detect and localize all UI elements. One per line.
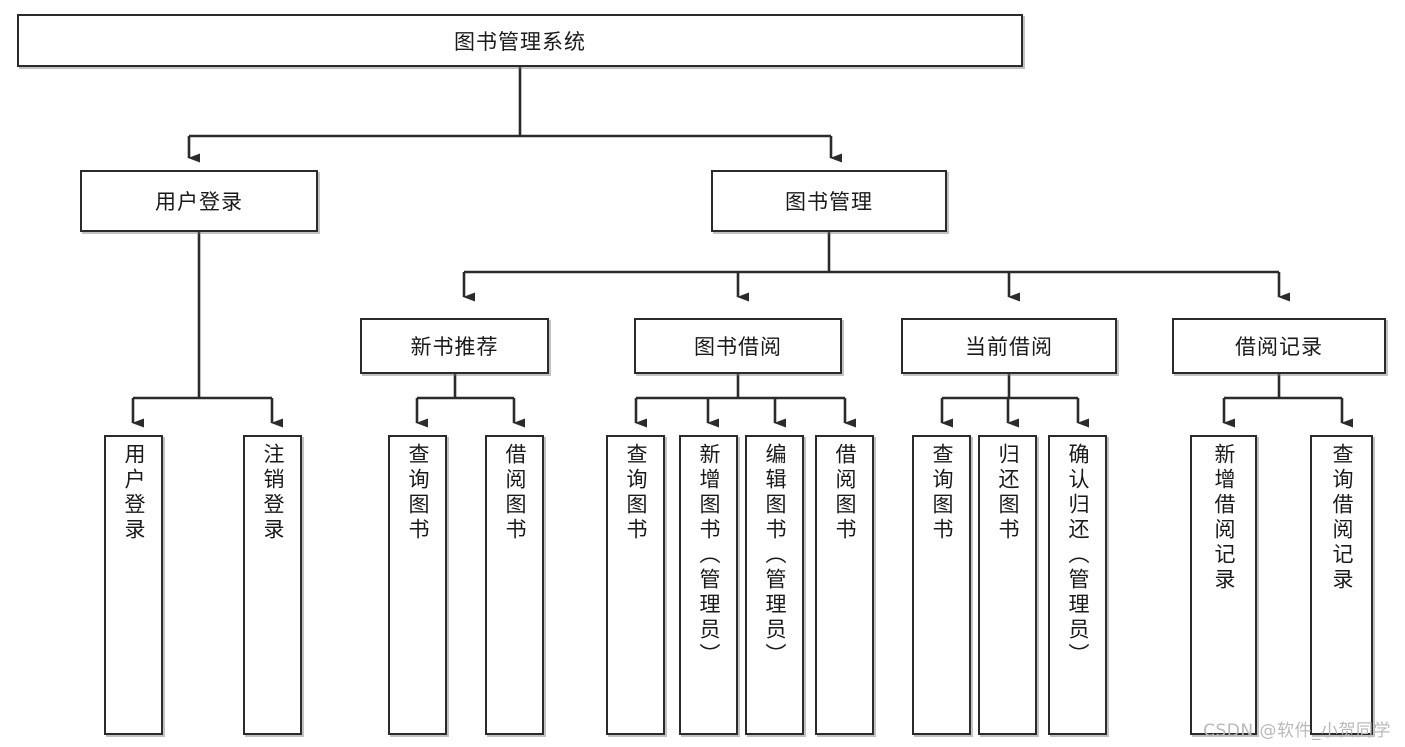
node-book-borrow[interactable]: 图书借阅	[634, 318, 842, 374]
leaf-user-login[interactable]: 用户登录	[104, 435, 163, 735]
node-user-login[interactable]: 用户登录	[80, 170, 318, 232]
leaf-query-book-2-label: 查询图书	[624, 443, 648, 543]
node-current-borrow-label: 当前借阅	[965, 335, 1053, 359]
leaf-borrow-book-2[interactable]: 借阅图书	[815, 435, 874, 735]
leaf-user-login-label: 用户登录	[122, 443, 146, 543]
watermark-text: CSDN @软件_小贺同学	[1203, 721, 1391, 741]
node-root[interactable]: 图书管理系统	[17, 14, 1023, 67]
node-borrow-record-label: 借阅记录	[1235, 335, 1323, 359]
leaf-borrow-book-1[interactable]: 借阅图书	[485, 435, 544, 735]
leaf-add-borrow-record-label: 新增借阅记录	[1212, 443, 1236, 593]
leaf-logout-label: 注销登录	[261, 443, 285, 543]
node-new-book-recommend-label: 新书推荐	[410, 335, 499, 359]
node-book-borrow-label: 图书借阅	[694, 335, 782, 359]
leaf-edit-book-label: 编辑图书（管理员）	[763, 443, 787, 668]
leaf-query-book-3-label: 查询图书	[930, 443, 954, 543]
node-user-login-label: 用户登录	[155, 190, 243, 214]
node-current-borrow[interactable]: 当前借阅	[901, 318, 1117, 374]
leaf-query-book-1-label: 查询图书	[406, 443, 430, 543]
leaf-add-book[interactable]: 新增图书（管理员）	[679, 435, 738, 735]
leaf-return-book-label: 归还图书	[996, 443, 1020, 543]
node-borrow-record[interactable]: 借阅记录	[1172, 318, 1386, 374]
leaf-add-borrow-record[interactable]: 新增借阅记录	[1190, 435, 1257, 735]
leaf-query-borrow-record-label: 查询借阅记录	[1330, 443, 1354, 593]
leaf-borrow-book-1-label: 借阅图书	[503, 443, 527, 543]
leaf-query-book-3[interactable]: 查询图书	[912, 435, 971, 735]
leaf-query-book-1[interactable]: 查询图书	[388, 435, 447, 735]
leaf-confirm-return-label: 确认归还（管理员）	[1066, 443, 1090, 668]
node-book-manage[interactable]: 图书管理	[711, 170, 947, 232]
node-new-book-recommend[interactable]: 新书推荐	[360, 318, 549, 374]
leaf-return-book[interactable]: 归还图书	[978, 435, 1037, 735]
leaf-confirm-return[interactable]: 确认归还（管理员）	[1048, 435, 1107, 735]
node-root-label: 图书管理系统	[454, 29, 586, 54]
node-book-manage-label: 图书管理	[785, 190, 873, 214]
leaf-logout[interactable]: 注销登录	[243, 435, 302, 735]
leaf-borrow-book-2-label: 借阅图书	[833, 443, 857, 543]
leaf-query-borrow-record[interactable]: 查询借阅记录	[1310, 435, 1373, 735]
leaf-edit-book[interactable]: 编辑图书（管理员）	[745, 435, 804, 735]
leaf-add-book-label: 新增图书（管理员）	[697, 443, 721, 668]
leaf-query-book-2[interactable]: 查询图书	[606, 435, 665, 735]
